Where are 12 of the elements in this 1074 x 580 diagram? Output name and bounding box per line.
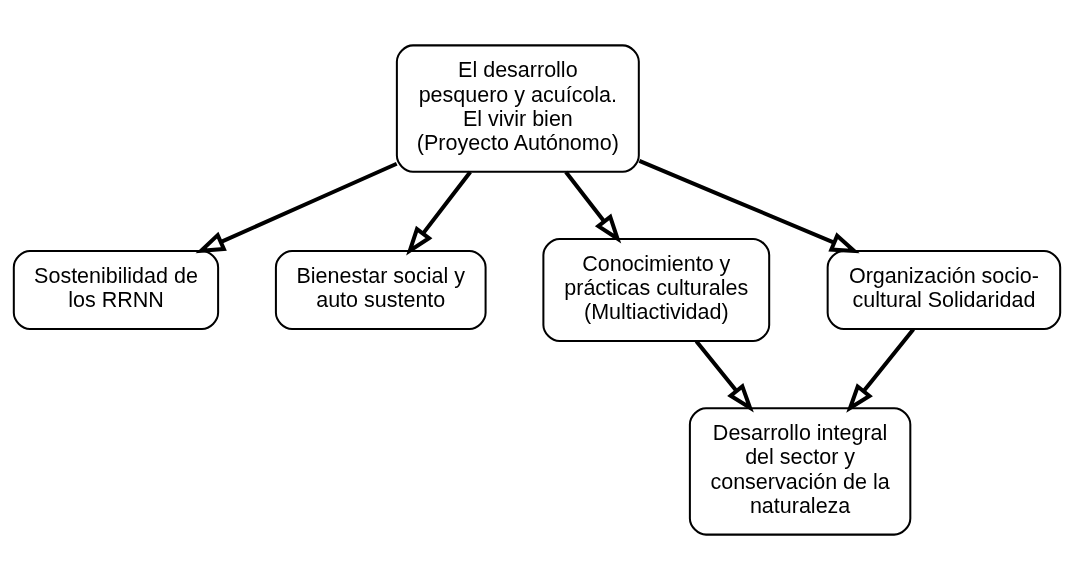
- node-box: Bienestar social y auto sustento: [274, 250, 487, 330]
- arrow: [694, 339, 754, 413]
- node-box: Organización socio-cultural Solidaridad: [826, 250, 1062, 330]
- arrow: [195, 161, 398, 254]
- arrow: [564, 170, 622, 244]
- node-box: El desarrollo pesquero y acuícola. El vivir bien (Proyecto Autónomo): [395, 44, 640, 173]
- node-box: Conocimiento y prácticas culturales (Multiactividad): [542, 237, 771, 343]
- arrow: [406, 170, 472, 256]
- node-box: Desarrollo integral del sector y conservación de la naturaleza: [688, 407, 912, 536]
- arrow: [638, 159, 860, 254]
- arrow: [846, 328, 915, 413]
- node-box: Sostenibilidad de los RRNN: [12, 250, 220, 330]
